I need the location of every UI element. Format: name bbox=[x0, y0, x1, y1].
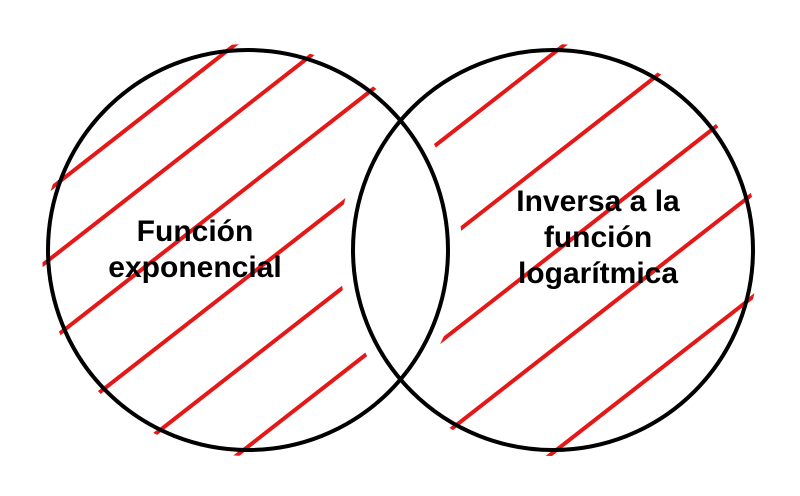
left-label-line-2: exponencial bbox=[108, 251, 282, 284]
right-label-line-3: logarítmica bbox=[517, 257, 679, 290]
right-label-line-1: Inversa a la bbox=[516, 185, 680, 218]
hatch-line bbox=[41, 43, 395, 444]
left-circle-label: Función exponencial bbox=[35, 214, 355, 286]
left-circle bbox=[46, 48, 450, 452]
right-circle bbox=[351, 48, 755, 452]
hatch-line bbox=[41, 43, 395, 362]
hatch-line bbox=[41, 43, 395, 292]
left-label-line-1: Función bbox=[136, 215, 254, 248]
hatch-line bbox=[406, 93, 760, 456]
right-label-line-2: función bbox=[543, 221, 653, 254]
right-circle-label: Inversa a la función logarítmica bbox=[438, 184, 758, 292]
hatch-line bbox=[406, 196, 760, 456]
